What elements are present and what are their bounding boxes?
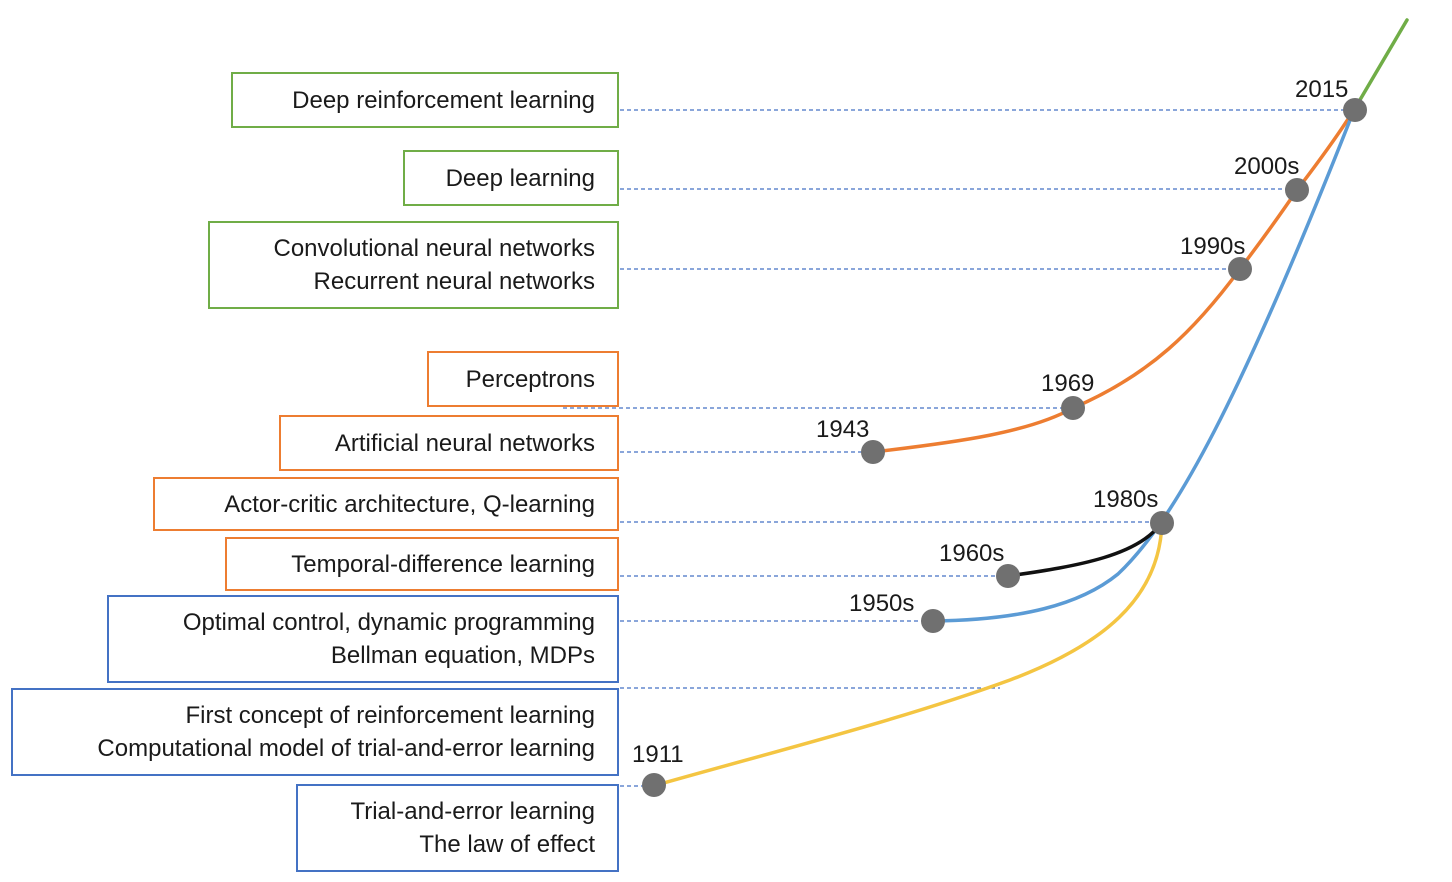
- black-curve: [1006, 520, 1164, 578]
- box-line: Deep reinforcement learning: [292, 86, 595, 114]
- yellow-curve: [651, 520, 1164, 788]
- box-actor-critic: Actor-critic architecture, Q-learning: [153, 477, 619, 531]
- box-line: Optimal control, dynamic programming: [182, 609, 595, 636]
- box-line: Convolutional neural networks: [273, 235, 595, 262]
- box-optimal-control: Optimal control, dynamic programming Bel…: [107, 595, 619, 683]
- year-label-1969: 1969: [1041, 370, 1095, 397]
- box-line: Artificial neural networks: [334, 429, 595, 457]
- year-label-1990s: 1990s: [1180, 233, 1246, 260]
- orange-curve: [871, 108, 1356, 454]
- year-label-2000s: 2000s: [1234, 153, 1300, 180]
- box-line: Actor-critic architecture, Q-learning: [224, 490, 595, 518]
- box-line: Computational model of trial-and-error l…: [97, 735, 595, 762]
- box-temporal-difference: Temporal-difference learning: [225, 537, 619, 591]
- milestone-dot-2000s: [1285, 178, 1309, 202]
- box-line: Deep learning: [445, 164, 595, 192]
- year-label-1980s: 1980s: [1093, 486, 1159, 513]
- year-label-1960s: 1960s: [939, 540, 1005, 567]
- milestone-dot-1969: [1061, 396, 1085, 420]
- milestone-dot-1960s: [996, 564, 1020, 588]
- year-label-1943: 1943: [816, 416, 870, 443]
- milestone-dot-1943: [861, 440, 885, 464]
- milestone-dot-1990s: [1228, 257, 1252, 281]
- box-line: First concept of reinforcement learning: [185, 702, 595, 729]
- box-deep-reinforcement-learning: Deep reinforcement learning: [231, 72, 619, 128]
- green-curve: [1352, 18, 1409, 112]
- box-perceptrons: Perceptrons: [427, 351, 619, 407]
- year-label-1950s: 1950s: [849, 590, 915, 617]
- box-deep-learning: Deep learning: [403, 150, 619, 206]
- milestone-dot-1911: [642, 773, 666, 797]
- milestone-dot-2015: [1343, 98, 1367, 122]
- box-cnn-rnn: Convolutional neural networks Recurrent …: [208, 221, 619, 309]
- year-label-2015: 2015: [1295, 76, 1349, 103]
- box-line: Trial-and-error learning: [350, 798, 595, 825]
- box-line: Bellman equation, MDPs: [330, 642, 595, 669]
- milestone-dot-1950s: [921, 609, 945, 633]
- box-line: The law of effect: [419, 831, 595, 858]
- box-first-concept: First concept of reinforcement learning …: [11, 688, 619, 776]
- year-label-1911: 1911: [632, 741, 684, 768]
- milestone-dot-1980s: [1150, 511, 1174, 535]
- box-trial-and-error: Trial-and-error learning The law of effe…: [296, 784, 619, 872]
- box-line: Perceptrons: [465, 365, 595, 393]
- box-line: Temporal-difference learning: [291, 550, 595, 578]
- box-artificial-neural-networks: Artificial neural networks: [279, 415, 619, 471]
- blue-curve: [931, 108, 1356, 623]
- box-line: Recurrent neural networks: [313, 268, 595, 295]
